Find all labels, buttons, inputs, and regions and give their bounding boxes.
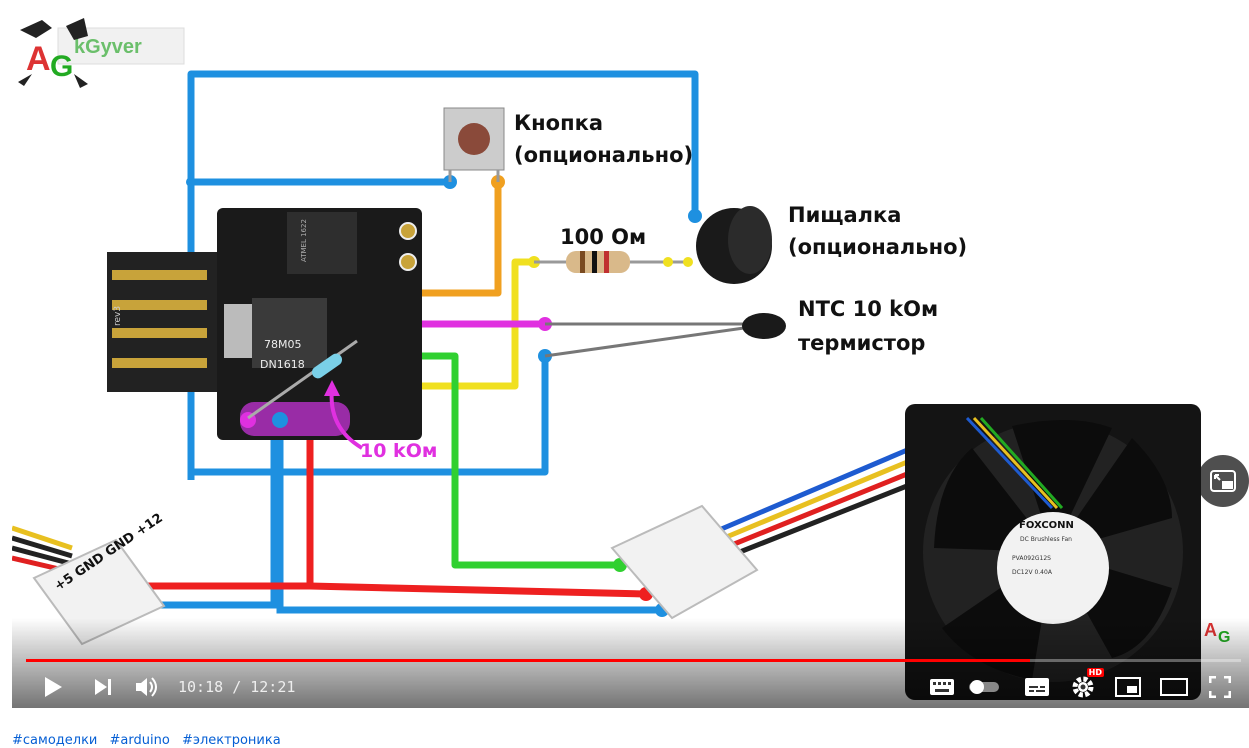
miniplayer-icon bbox=[1210, 470, 1236, 492]
time-display: 10:18 / 12:21 bbox=[178, 678, 295, 696]
current-time: 10:18 bbox=[178, 678, 224, 696]
hashtag-link[interactable]: #самоделки bbox=[12, 733, 98, 748]
fullscreen-icon bbox=[1209, 676, 1231, 698]
next-icon bbox=[95, 679, 111, 695]
label-button-optional: (опционально) bbox=[514, 143, 694, 167]
hd-badge: HD bbox=[1086, 668, 1104, 677]
hashtag-link[interactable]: #arduino bbox=[109, 733, 170, 748]
fullscreen-button[interactable] bbox=[1205, 672, 1235, 702]
player-controls: 10:18 / 12:21 HD bbox=[12, 668, 1249, 706]
miniplayer-control-button[interactable] bbox=[1113, 672, 1143, 702]
svg-text:ATMEL 1622: ATMEL 1622 bbox=[300, 219, 308, 262]
miniplayer-button[interactable] bbox=[1197, 455, 1249, 507]
svg-text:A: A bbox=[26, 40, 51, 78]
digispark-board: rev3 ATMEL 1622 78M05 DN1618 bbox=[107, 208, 422, 450]
subtitles-button[interactable] bbox=[1022, 672, 1052, 702]
autoplay-toggle-icon bbox=[969, 680, 999, 694]
label-thermistor: термистор bbox=[798, 331, 926, 355]
volume-button[interactable] bbox=[132, 672, 162, 702]
thermistor-graphic bbox=[544, 313, 786, 358]
progress-bar[interactable] bbox=[26, 659, 1241, 662]
duration: 12:21 bbox=[250, 678, 296, 696]
label-resistor-10k: 10 kOм bbox=[360, 440, 438, 462]
buzzer-graphic bbox=[696, 206, 772, 284]
hashtag-link[interactable]: #электроника bbox=[181, 733, 281, 748]
theater-icon bbox=[1160, 678, 1188, 696]
svg-text:FOXCONN: FOXCONN bbox=[1019, 520, 1074, 531]
watermark-logo: kGyver A G bbox=[18, 18, 185, 88]
volume-icon bbox=[136, 677, 157, 697]
hashtags: #самоделки #arduino #электроника bbox=[12, 733, 289, 748]
settings-button[interactable]: HD bbox=[1068, 668, 1104, 702]
progress-fill bbox=[26, 659, 1030, 662]
tact-button-graphic bbox=[443, 107, 505, 182]
svg-text:DN1618: DN1618 bbox=[260, 358, 305, 371]
time-separator: / bbox=[232, 678, 242, 696]
svg-text:78M05: 78M05 bbox=[264, 338, 302, 351]
autoplay-toggle[interactable] bbox=[967, 672, 1001, 702]
svg-text:PVA092G12S: PVA092G12S bbox=[1012, 555, 1051, 562]
next-button[interactable] bbox=[90, 672, 116, 702]
keyboard-icon bbox=[930, 679, 954, 695]
gear-icon bbox=[1072, 676, 1094, 698]
wiring-diagram: kGyver A G bbox=[12, 18, 1230, 700]
svg-text:DC12V 0.40A: DC12V 0.40A bbox=[1012, 569, 1053, 576]
label-buzzer: Пищалка bbox=[788, 203, 902, 227]
fan-connector-graphic bbox=[610, 445, 913, 620]
subtitles-icon bbox=[1025, 678, 1049, 696]
label-buzzer-optional: (опционально) bbox=[788, 235, 968, 259]
label-resistor-100: 100 Ом bbox=[560, 225, 647, 249]
keyboard-button[interactable] bbox=[927, 672, 957, 702]
play-button[interactable] bbox=[38, 672, 68, 702]
label-button: Кнопка bbox=[514, 111, 604, 135]
label-ntc: NTC 10 kOм bbox=[798, 297, 939, 321]
theater-mode-button[interactable] bbox=[1158, 672, 1190, 702]
resistor-100-graphic bbox=[534, 251, 693, 273]
svg-text:DC Brushless Fan: DC Brushless Fan bbox=[1020, 536, 1072, 543]
svg-text:rev3: rev3 bbox=[113, 306, 123, 326]
svg-text:G: G bbox=[50, 50, 73, 83]
miniplayer-control-icon bbox=[1115, 677, 1141, 697]
play-icon bbox=[45, 677, 62, 697]
svg-text:kGyver: kGyver bbox=[74, 36, 142, 58]
video-player[interactable]: kGyver A G bbox=[12, 8, 1249, 708]
